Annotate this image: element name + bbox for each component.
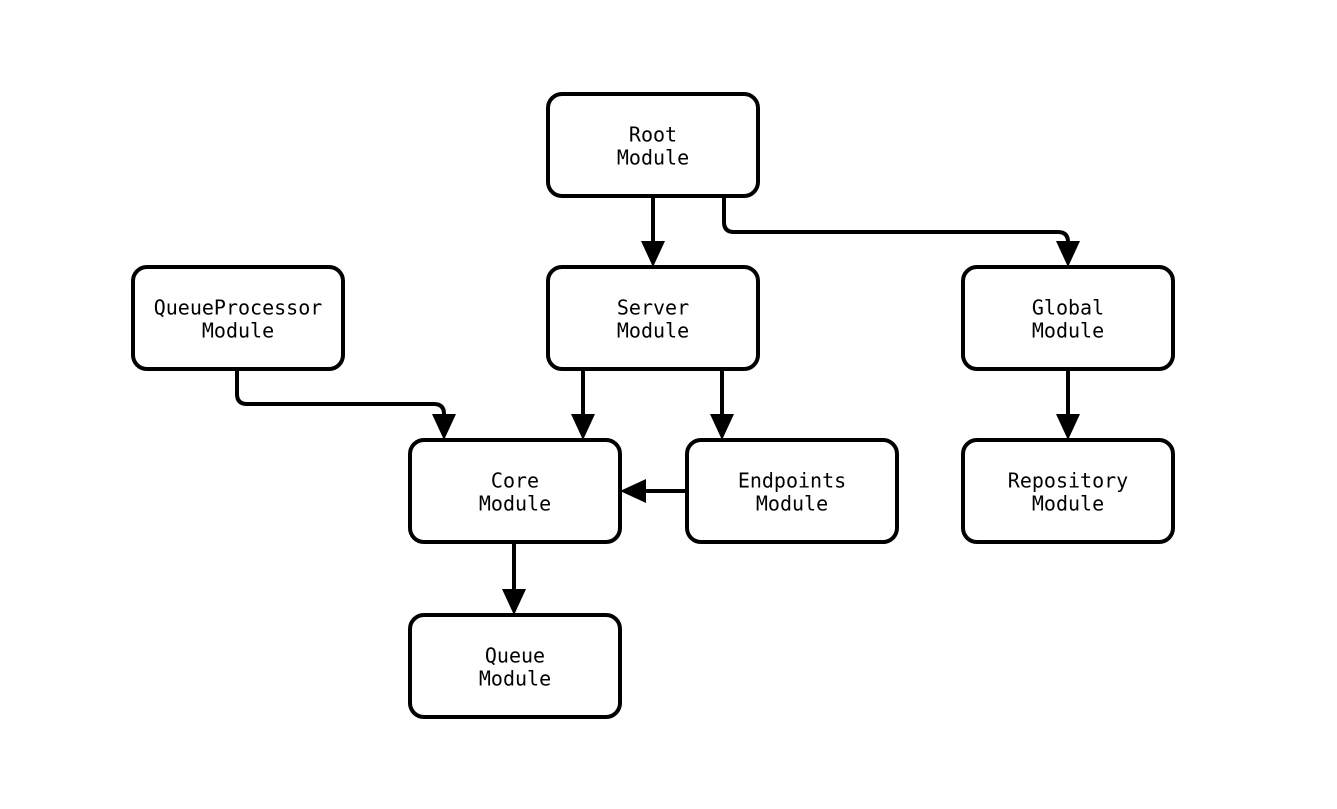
node-queue[interactable]: Queue Module xyxy=(408,613,622,719)
node-endpoints[interactable]: Endpoints Module xyxy=(685,438,899,544)
node-box[interactable] xyxy=(408,613,622,719)
node-label-line1: Endpoints xyxy=(738,469,846,493)
arrowhead-icon xyxy=(432,414,456,440)
node-box[interactable] xyxy=(961,265,1175,371)
node-server[interactable]: Server Module xyxy=(546,265,760,371)
node-label-line2: Module xyxy=(1032,492,1104,516)
arrowhead-icon xyxy=(620,479,646,503)
edge-line xyxy=(722,196,1070,245)
edge-server-to-endpoints xyxy=(710,369,734,440)
edge-server-to-core xyxy=(571,369,595,440)
node-label-line1: Core xyxy=(491,469,539,493)
node-global[interactable]: Global Module xyxy=(961,265,1175,371)
arrowhead-icon xyxy=(1056,241,1080,267)
arrowhead-icon xyxy=(502,589,526,615)
node-label-line2: Module xyxy=(617,319,689,343)
node-box[interactable] xyxy=(961,438,1175,544)
node-label-line2: Module xyxy=(479,667,551,691)
node-box[interactable] xyxy=(546,92,760,198)
edge-endpoints-to-core xyxy=(620,479,687,503)
edge-line xyxy=(235,369,446,418)
node-label-line1: Global xyxy=(1032,296,1104,320)
edge-root-to-global xyxy=(722,196,1080,267)
node-label-line1: Repository xyxy=(1008,469,1128,493)
edge-core-to-queue xyxy=(502,542,526,615)
node-label-line1: Queue xyxy=(485,644,545,668)
node-root[interactable]: Root Module xyxy=(546,92,760,198)
node-label-line1: Server xyxy=(617,296,689,320)
node-label-line2: Module xyxy=(756,492,828,516)
node-box[interactable] xyxy=(131,265,345,371)
arrowhead-icon xyxy=(571,414,595,440)
edge-root-to-server xyxy=(641,196,665,267)
arrowhead-icon xyxy=(641,241,665,267)
node-label-line2: Module xyxy=(202,319,274,343)
node-label-line2: Module xyxy=(1032,319,1104,343)
node-label-line2: Module xyxy=(617,146,689,170)
node-core[interactable]: Core Module xyxy=(408,438,622,544)
arrowhead-icon xyxy=(1056,414,1080,440)
node-label-line2: Module xyxy=(479,492,551,516)
node-box[interactable] xyxy=(546,265,760,371)
node-queueprocessor[interactable]: QueueProcessor Module xyxy=(131,265,345,371)
node-repository[interactable]: Repository Module xyxy=(961,438,1175,544)
node-box[interactable] xyxy=(685,438,899,544)
edge-queueprocessor-to-core xyxy=(235,369,456,440)
arrowhead-icon xyxy=(710,414,734,440)
node-label-line1: Root xyxy=(629,123,677,147)
edge-global-to-repository xyxy=(1056,369,1080,440)
node-label-line1: QueueProcessor xyxy=(154,296,323,320)
node-box[interactable] xyxy=(408,438,622,544)
